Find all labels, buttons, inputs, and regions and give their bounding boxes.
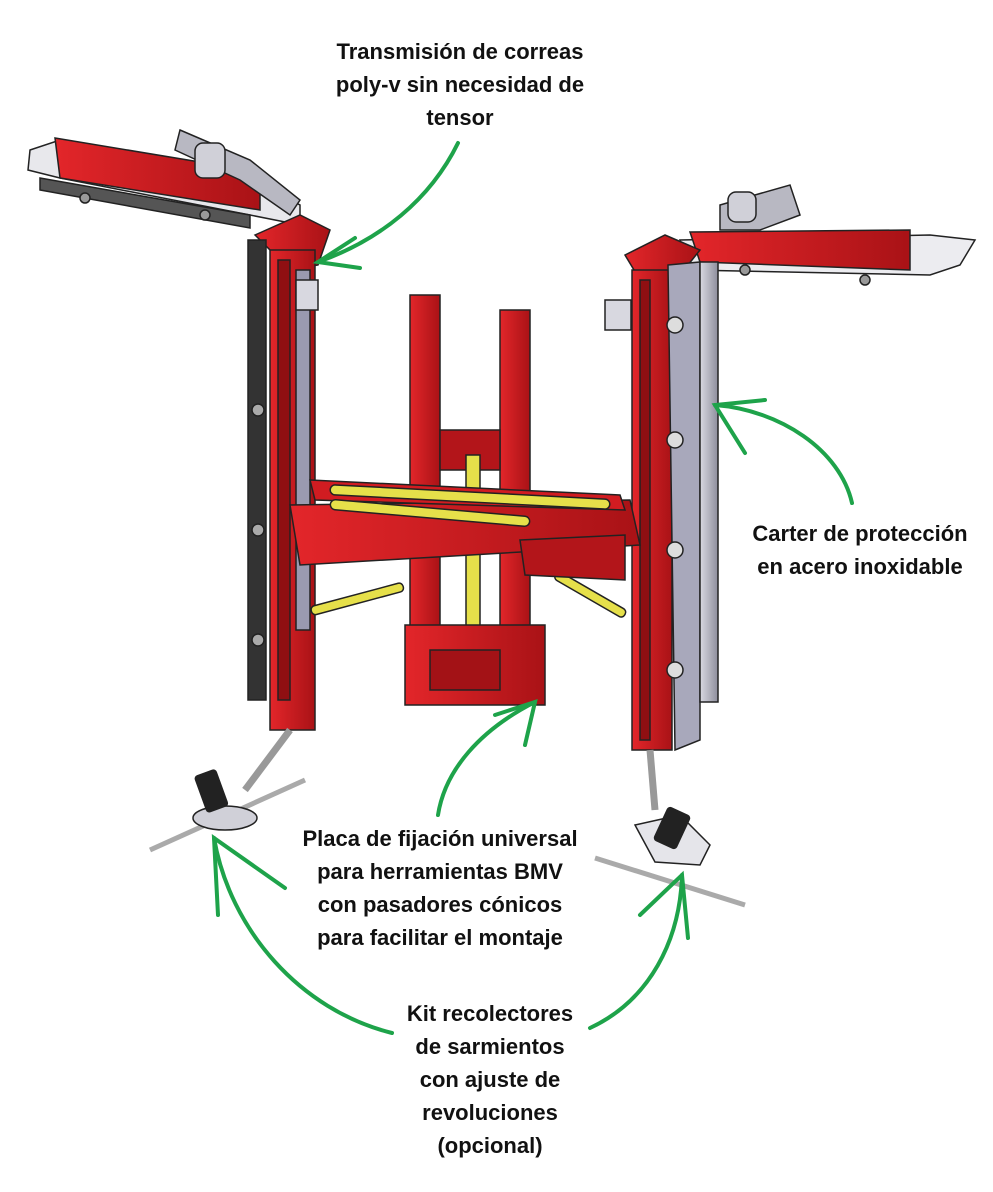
arrowhead-transmision	[312, 236, 362, 270]
label-placa: Placa de fijación universal para herrami…	[295, 822, 585, 954]
left-vertical-column	[247, 214, 331, 731]
cross-beam	[289, 479, 641, 618]
arrowhead-kit-left	[211, 833, 287, 917]
arrow-transmision	[316, 141, 460, 264]
arrow-kit-left	[212, 836, 394, 1035]
arrow-placa	[436, 700, 537, 817]
label-line: revoluciones	[422, 1100, 558, 1125]
arrow-carter	[713, 403, 854, 505]
central-mast	[404, 294, 546, 706]
label-kit: Kit recolectores de sarmientos con ajust…	[380, 997, 600, 1162]
right-collector-kit	[594, 749, 746, 908]
label-line: con ajuste de	[419, 1067, 561, 1092]
label-transmision: Transmisión de correas poly-v sin necesi…	[300, 35, 620, 134]
label-line: poly-v sin necesidad de	[335, 72, 585, 97]
label-line: Carter de protección	[752, 521, 968, 546]
label-line: con pasadores cónicos	[317, 892, 563, 917]
label-line: para herramientas BMV	[317, 859, 563, 884]
label-line: Kit recolectores	[406, 1001, 574, 1026]
label-carter: Carter de protección en acero inoxidable	[740, 517, 980, 583]
label-line: Transmisión de correas	[336, 39, 584, 64]
arrowhead-kit-right	[638, 870, 690, 940]
arrowhead-carter	[711, 398, 767, 455]
label-line: Placa de fijación universal	[302, 826, 578, 851]
left-collector-kit	[148, 727, 307, 853]
right-top-arm	[678, 184, 977, 286]
label-line: (opcional)	[437, 1133, 543, 1158]
callout-arrows	[211, 141, 854, 1035]
label-line: tensor	[426, 105, 494, 130]
label-line: para facilitar el montaje	[317, 925, 563, 950]
left-top-arm	[27, 128, 302, 229]
label-line: en acero inoxidable	[757, 554, 963, 579]
arrowhead-placa	[493, 699, 538, 747]
arrow-kit-right	[588, 873, 684, 1030]
right-vertical-column	[604, 234, 719, 752]
label-line: de sarmientos	[415, 1034, 565, 1059]
